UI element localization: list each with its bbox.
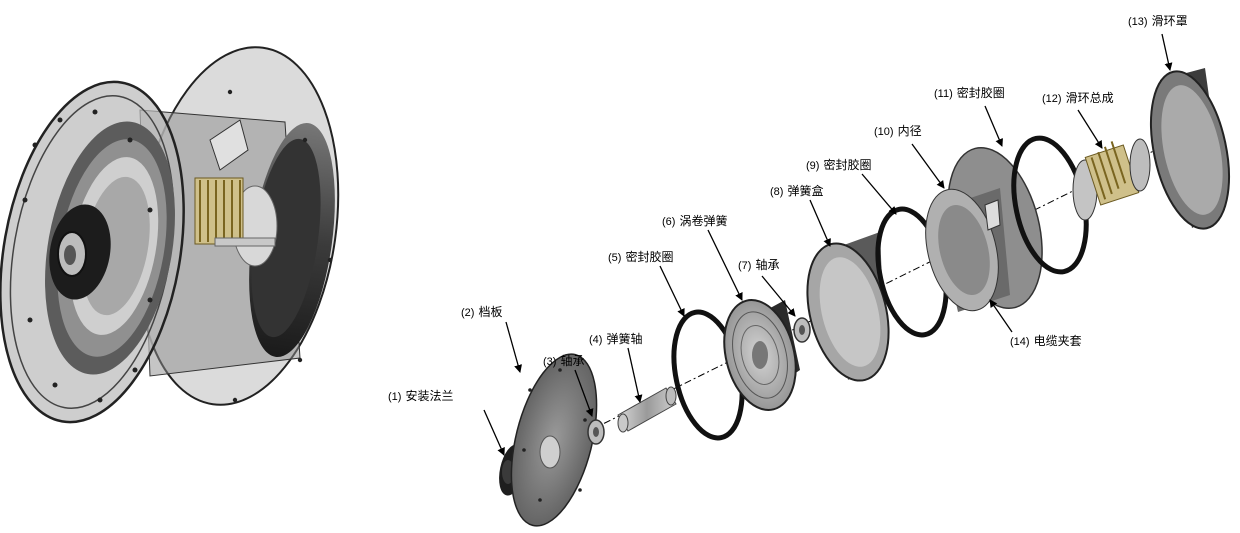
label-1-name: 安装法兰: [405, 389, 454, 403]
label-5-num: (5): [608, 252, 622, 264]
leader-14: [989, 299, 1013, 333]
label-4-name: 弹簧轴: [606, 332, 643, 346]
label-part-4: (4)弹簧轴: [589, 332, 642, 347]
label-part-14: (14)电缆夹套: [1010, 334, 1082, 349]
label-10-num: (10): [874, 126, 894, 138]
leader-6: [707, 229, 743, 301]
label-part-3: (3)轴承: [543, 354, 584, 369]
leader-11: [984, 105, 1003, 147]
leader-4: [627, 347, 643, 403]
label-part-11: (11)密封胶圈: [934, 86, 1005, 101]
leader-10: [911, 143, 945, 189]
leader-2: [505, 321, 522, 373]
label-part-13: (13)滑环罩: [1128, 14, 1188, 29]
label-7-name: 轴承: [755, 258, 780, 272]
part-13-slip-ring-cover: [1150, 68, 1230, 230]
leader-3: [574, 369, 594, 417]
label-5-name: 密封胶圈: [625, 250, 674, 264]
label-6-name: 涡卷弹簧: [679, 214, 728, 228]
label-6-num: (6): [662, 216, 676, 228]
label-13-num: (13): [1128, 16, 1148, 28]
label-9-num: (9): [806, 160, 820, 172]
inner-slip-ring: [194, 119, 276, 247]
assembled-reel: [0, 46, 340, 424]
label-12-num: (12): [1042, 93, 1062, 105]
label-part-10: (10)内径: [874, 124, 922, 139]
part-4-spring-shaft: [617, 386, 677, 433]
part-3-bearing: [587, 419, 605, 445]
label-14-name: 电缆夹套: [1033, 334, 1082, 348]
label-part-1: (1)安装法兰: [388, 389, 453, 404]
part-12-slip-ring-assembly: [1072, 138, 1151, 221]
label-part-8: (8)弹簧盒: [770, 184, 823, 199]
label-7-num: (7): [738, 260, 752, 272]
label-11-num: (11): [934, 88, 953, 100]
label-1-num: (1): [388, 391, 402, 403]
part-10-inner-housing: [925, 146, 1043, 312]
leader-13: [1161, 33, 1173, 71]
label-3-num: (3): [543, 356, 557, 368]
label-8-num: (8): [770, 186, 784, 198]
label-13-name: 滑环罩: [1151, 14, 1188, 28]
label-part-7: (7)轴承: [738, 258, 779, 273]
label-12-name: 滑环总成: [1065, 91, 1114, 105]
label-part-5: (5)密封胶圈: [608, 250, 673, 265]
label-10-name: 内径: [897, 124, 922, 138]
leader-7: [761, 275, 796, 317]
label-part-12: (12)滑环总成: [1042, 91, 1114, 106]
label-4-num: (4): [589, 334, 603, 346]
leader-5: [659, 265, 685, 317]
label-3-name: 轴承: [560, 354, 585, 368]
label-11-name: 密封胶圈: [956, 86, 1005, 100]
leader-8: [809, 199, 831, 247]
part-8-spring-box: [806, 232, 890, 382]
label-part-6: (6)涡卷弹簧: [662, 214, 727, 229]
part-6-spiral-spring: [723, 299, 800, 411]
label-14-num: (14): [1010, 336, 1030, 348]
leader-arrows: [483, 33, 1173, 456]
label-8-name: 弹簧盒: [787, 184, 824, 198]
leader-1: [483, 409, 505, 456]
part-7-bearing: [793, 317, 811, 343]
label-9-name: 密封胶圈: [823, 158, 872, 172]
label-2-num: (2): [461, 307, 475, 319]
leader-9: [861, 173, 897, 215]
label-part-9: (9)密封胶圈: [806, 158, 871, 173]
part-2-baffle-plate: [510, 353, 598, 527]
label-2-name: 档板: [478, 305, 503, 319]
leader-12: [1077, 109, 1103, 149]
label-part-2: (2)档板: [461, 305, 502, 320]
